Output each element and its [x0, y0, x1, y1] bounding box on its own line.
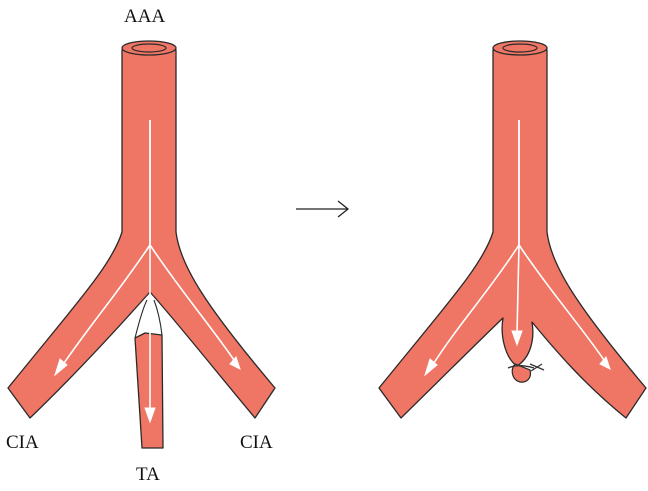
tail-artery — [135, 333, 163, 448]
label-abdominal-aorta: AAA — [124, 7, 165, 26]
label-left-common-iliac: CIA — [6, 433, 39, 452]
label-tail-artery: TA — [136, 465, 160, 484]
vessel-before — [8, 41, 275, 448]
right-arrow-icon — [296, 201, 348, 217]
label-right-common-iliac: CIA — [240, 433, 273, 452]
